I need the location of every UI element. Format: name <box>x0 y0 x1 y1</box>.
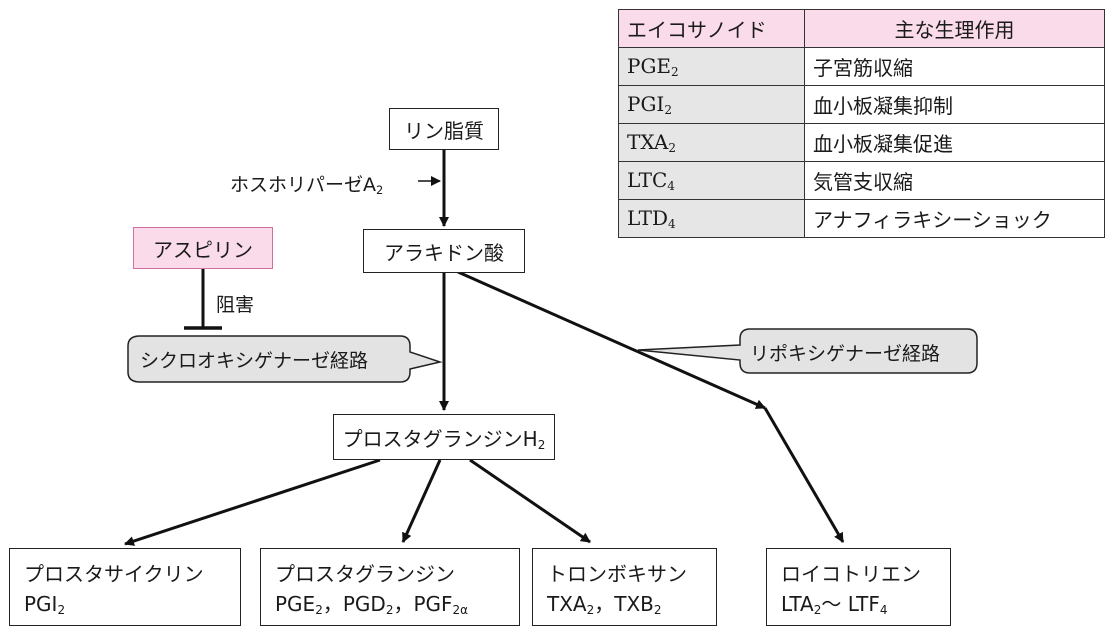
arrow-pgh2-to-prostaglandin <box>401 459 442 543</box>
table-row: PGE2 子宮筋収縮 <box>618 47 1105 86</box>
node-aspirin: アスピリン <box>133 227 273 269</box>
node-phospholipid-label: リン脂質 <box>404 118 484 143</box>
node-prostaglandin-title: プロスタグランジン <box>275 562 455 586</box>
node-leukotriene-title: ロイコトリエン <box>781 562 921 586</box>
table-row: LTC4 気管支収縮 <box>618 161 1105 200</box>
arrow-pgh2-to-thromboxane <box>469 458 591 544</box>
table-cell-eicosanoid: PGI2 <box>618 85 805 124</box>
arrow-pgh2-to-prostacyclin <box>124 458 381 546</box>
table-cell-effect: 子宮筋収縮 <box>804 47 1105 86</box>
node-pgh2-label: プロスタグランジンH2 <box>342 426 546 452</box>
node-aspirin-label: アスピリン <box>153 237 253 262</box>
node-prostacyclin: プロスタサイクリン PGI2 <box>9 548 241 626</box>
arrow-lox-to-leukotriene <box>763 407 845 543</box>
table-cell-eicosanoid: TXA2 <box>618 123 805 162</box>
phospholipase-label: ホスホリパーゼA2 <box>230 174 384 197</box>
cox-callout <box>127 335 443 383</box>
node-leukotriene-compounds: LTA2〜 LTF4 <box>781 592 888 617</box>
table-cell-eicosanoid: PGE2 <box>618 47 805 86</box>
node-arachidonic-acid: アラキドン酸 <box>363 229 525 273</box>
node-thromboxane-title: トロンボキサン <box>547 562 687 586</box>
table-cell-effect: 血小板凝集促進 <box>804 123 1105 162</box>
table-row: PGI2 血小板凝集抑制 <box>618 85 1105 124</box>
node-prostaglandin: プロスタグランジン PGE2，PGD2，PGF2α <box>260 548 520 626</box>
node-thromboxane-compounds: TXA2，TXB2 <box>547 592 662 617</box>
node-prostaglandin-compounds: PGE2，PGD2，PGF2α <box>275 592 469 617</box>
table-cell-effect: 気管支収縮 <box>804 161 1105 200</box>
node-prostacyclin-title: プロスタサイクリン <box>24 562 204 586</box>
node-leukotriene: ロイコトリエン LTA2〜 LTF4 <box>766 548 951 626</box>
arrow-arachidonic-to-leukotriene <box>457 270 766 410</box>
table-cell-eicosanoid: LTD4 <box>618 199 805 238</box>
lox-pathway-label: リポキシゲナーゼ経路 <box>750 343 941 365</box>
lox-callout <box>637 328 978 374</box>
node-phospholipid: リン脂質 <box>389 108 499 150</box>
table-cell-effect: 血小板凝集抑制 <box>804 85 1105 124</box>
node-arachidonic-label: アラキドン酸 <box>384 240 504 265</box>
table-header-effect: 主な生理作用 <box>804 9 1105 48</box>
inhibit-label: 阻害 <box>216 294 255 316</box>
table-row: TXA2 血小板凝集促進 <box>618 123 1105 162</box>
table-header-row: エイコサノイド 主な生理作用 <box>618 9 1105 48</box>
node-prostacyclin-compounds: PGI2 <box>24 592 66 617</box>
node-thromboxane: トロンボキサン TXA2，TXB2 <box>532 548 717 626</box>
cox-pathway-label: シクロオキシゲナーゼ経路 <box>140 350 369 372</box>
table-cell-effect: アナフィラキシーショック <box>804 199 1105 238</box>
table-cell-eicosanoid: LTC4 <box>618 161 805 200</box>
eicosanoid-table: エイコサノイド 主な生理作用 PGE2 子宮筋収縮 PGI2 血小板凝集抑制 T… <box>618 9 1105 238</box>
table-header-eicosanoid: エイコサノイド <box>618 9 805 48</box>
table-row: LTD4 アナフィラキシーショック <box>618 199 1105 238</box>
node-pgh2: プロスタグランジンH2 <box>333 414 555 460</box>
